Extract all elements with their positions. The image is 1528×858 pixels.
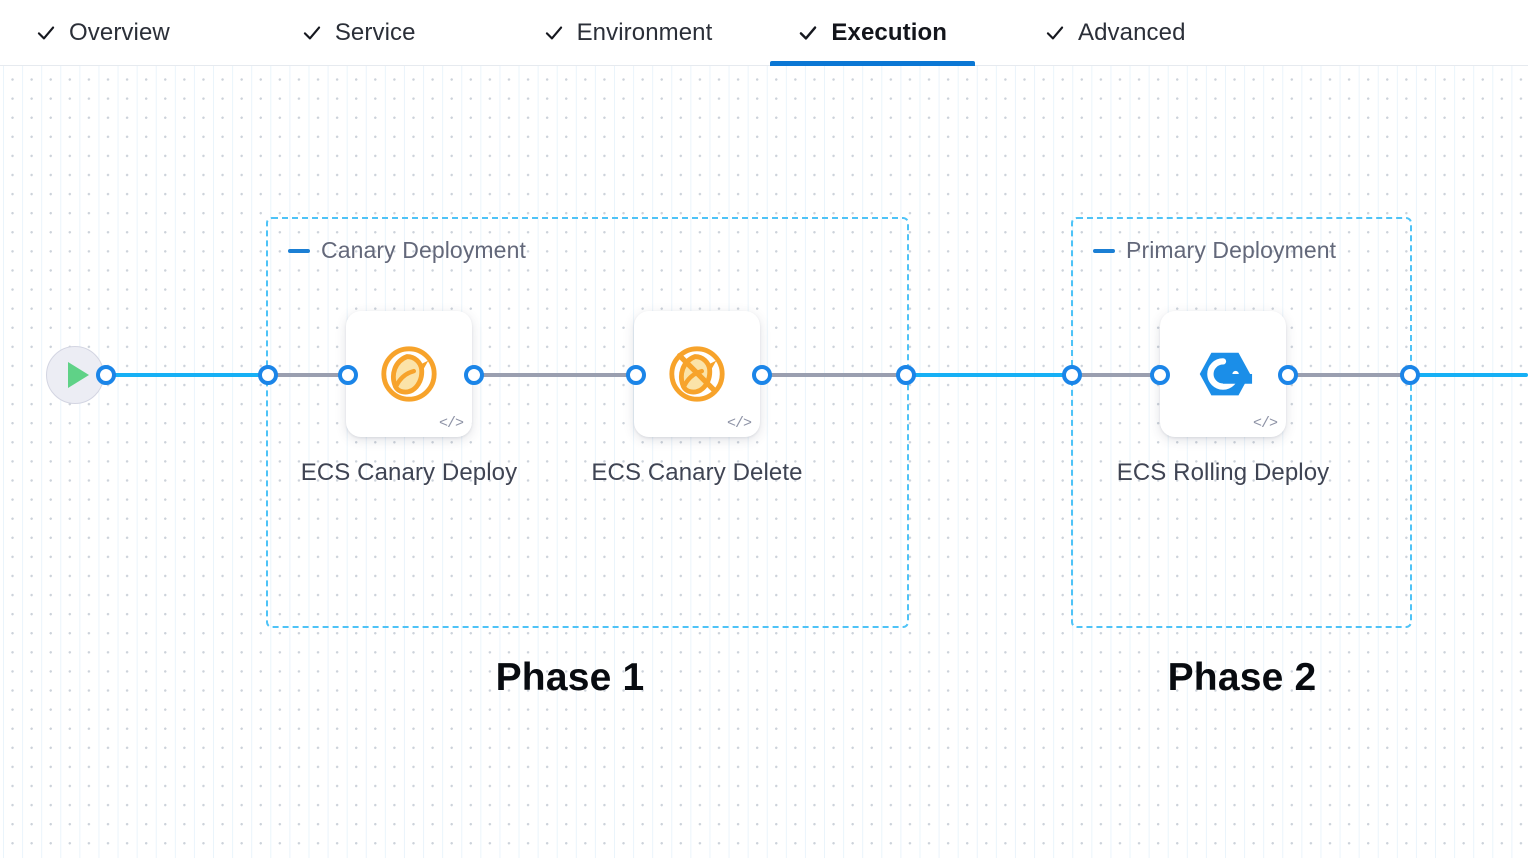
code-icon[interactable]: </> bbox=[726, 415, 752, 432]
port-rolling-deploy-output[interactable] bbox=[1278, 365, 1298, 385]
tab-overview[interactable]: Overview bbox=[0, 0, 198, 66]
port-canary-deploy-input[interactable] bbox=[338, 365, 358, 385]
group-canary-deployment[interactable]: Canary Deployment bbox=[266, 217, 909, 628]
node-ecs-canary-deploy-label: ECS Canary Deploy bbox=[300, 459, 518, 486]
play-icon bbox=[68, 362, 89, 388]
canary-bird-icon bbox=[381, 346, 437, 402]
edge-phase1-to-phase2 bbox=[904, 373, 1076, 377]
canary-bird-delete-icon bbox=[669, 346, 725, 402]
port-rolling-deploy-input[interactable] bbox=[1150, 365, 1170, 385]
check-icon bbox=[37, 26, 55, 40]
minus-icon[interactable] bbox=[288, 248, 310, 253]
node-ecs-canary-delete-label: ECS Canary Delete bbox=[591, 459, 803, 486]
check-icon bbox=[1046, 26, 1064, 40]
group-primary-deployment-header: Primary Deployment bbox=[1093, 239, 1336, 262]
edge-deploy-to-delete bbox=[472, 373, 638, 377]
edge-phase2-in-to-rolling bbox=[1076, 373, 1162, 377]
check-icon bbox=[545, 26, 562, 40]
node-ecs-canary-delete[interactable]: </> bbox=[634, 311, 760, 437]
phase-1-caption: Phase 1 bbox=[495, 656, 645, 699]
edge-phase1-in-to-deploy bbox=[272, 373, 348, 377]
edge-delete-to-phase1-out bbox=[760, 373, 908, 377]
tab-service-label: Service bbox=[334, 18, 416, 46]
port-start-output[interactable] bbox=[96, 365, 116, 385]
port-canary-delete-output[interactable] bbox=[752, 365, 772, 385]
port-canary-deploy-output[interactable] bbox=[464, 365, 484, 385]
pipeline-canvas[interactable]: Canary Deployment Primary Deployment </>… bbox=[0, 66, 1528, 858]
tab-overview-label: Overview bbox=[69, 18, 170, 46]
port-group-canary-input[interactable] bbox=[258, 365, 278, 385]
check-icon bbox=[303, 26, 320, 40]
tab-environment-label: Environment bbox=[576, 18, 713, 46]
edge-phase2-to-next bbox=[1410, 373, 1528, 377]
tab-execution[interactable]: Execution bbox=[770, 0, 975, 66]
tab-environment[interactable]: Environment bbox=[516, 0, 741, 66]
group-canary-deployment-header: Canary Deployment bbox=[288, 239, 526, 262]
port-group-primary-output[interactable] bbox=[1400, 365, 1420, 385]
tab-advanced[interactable]: Advanced bbox=[1017, 0, 1214, 66]
node-ecs-rolling-deploy[interactable]: </> bbox=[1160, 311, 1286, 437]
edge-start-to-phase1 bbox=[104, 373, 269, 377]
rolling-deploy-hex-icon bbox=[1199, 352, 1253, 396]
port-canary-delete-input[interactable] bbox=[626, 365, 646, 385]
minus-icon[interactable] bbox=[1093, 248, 1115, 253]
phase-2-caption: Phase 2 bbox=[1167, 656, 1317, 699]
group-primary-deployment-title: Primary Deployment bbox=[1126, 237, 1337, 263]
pipeline-start-node[interactable] bbox=[46, 346, 104, 404]
port-group-primary-input[interactable] bbox=[1062, 365, 1082, 385]
tab-service[interactable]: Service bbox=[274, 0, 444, 66]
node-ecs-rolling-deploy-label: ECS Rolling Deploy bbox=[1116, 459, 1330, 486]
check-icon bbox=[800, 25, 817, 40]
tab-execution-label: Execution bbox=[831, 18, 947, 46]
tab-advanced-label: Advanced bbox=[1078, 18, 1186, 46]
edge-rolling-to-phase2-out bbox=[1286, 373, 1412, 377]
code-icon[interactable]: </> bbox=[1252, 415, 1278, 432]
node-ecs-canary-deploy[interactable]: </> bbox=[346, 311, 472, 437]
group-primary-deployment[interactable]: Primary Deployment bbox=[1071, 217, 1412, 628]
code-icon[interactable]: </> bbox=[438, 415, 464, 432]
wizard-tab-bar: Overview Service Environment Execution A… bbox=[0, 0, 1528, 66]
group-canary-deployment-title: Canary Deployment bbox=[321, 237, 526, 263]
port-group-canary-output[interactable] bbox=[896, 365, 916, 385]
